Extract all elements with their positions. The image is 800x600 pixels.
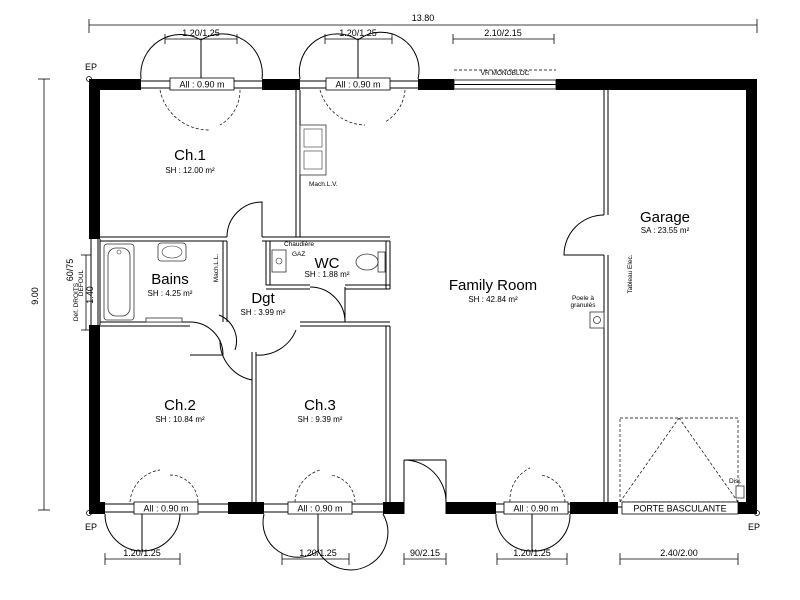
ep-label-top-left: EP	[85, 62, 97, 72]
label-def-droits: Déf. DROITS	[73, 282, 80, 321]
kitchen-sink	[299, 124, 327, 182]
allege-bottom-3: All : 0.90 m	[513, 504, 558, 514]
dim-left-window-1: 60/75	[65, 259, 75, 282]
room-ch2-area: SH : 10.84 m²	[155, 415, 205, 424]
room-wc-name: WC	[315, 255, 340, 272]
allege-bottom-2: All : 0.90 m	[297, 504, 342, 514]
porte-basculante-label: PORTE BASCULANTE	[633, 504, 726, 514]
dim-bottom-window-1: 1.20/1.25	[123, 548, 161, 558]
room-ch1-name: Ch.1	[174, 147, 206, 164]
wc-fixtures	[271, 249, 386, 273]
mach-ll-label: Mach.L.L.	[213, 254, 220, 283]
room-family-name: Family Room	[449, 277, 537, 294]
window-swings-top	[140, 31, 556, 131]
gaz-label: GAZ	[292, 251, 305, 258]
interior-doors	[189, 201, 605, 381]
room-ch1-area: SH : 12.00 m²	[165, 166, 215, 175]
dim-bottom-window-3: 1.20/1.25	[513, 548, 551, 558]
dim-total-width: 13.80	[412, 13, 435, 23]
tableau-elec-label: Tableau Elec.	[627, 254, 634, 293]
allege-top-1: All : 0.90 m	[179, 80, 224, 90]
vr-monobloc-label: VR MONOBLOC	[481, 70, 530, 77]
allege-bottom-1: All : 0.90 m	[143, 504, 188, 514]
stove	[589, 311, 605, 329]
dimension-lines	[38, 19, 758, 565]
disj-label: Disj.	[729, 478, 742, 485]
dim-top-window-1: 1.20/1.25	[182, 28, 220, 38]
room-bains-area: SH : 4.25 m²	[148, 289, 193, 298]
room-wc-area: SH : 1.88 m²	[305, 270, 350, 279]
dim-top-bay: 2.10/2.15	[484, 28, 522, 38]
dim-top-window-2: 1.20/1.25	[339, 28, 377, 38]
room-family-area: SH : 42.84 m²	[468, 295, 518, 304]
room-garage-name: Garage	[640, 209, 690, 226]
exterior-walls	[89, 79, 757, 514]
dim-total-height: 9.00	[30, 287, 40, 305]
label-defoul: DEFOUL	[78, 269, 85, 296]
allege-top-2: All : 0.90 m	[335, 80, 380, 90]
dim-left-window-2: 1.40	[85, 286, 95, 304]
room-garage-area: SA : 23.55 m²	[641, 226, 690, 235]
room-ch3-area: SH : 9.39 m²	[298, 415, 343, 424]
bathroom-fixtures	[103, 242, 187, 323]
mach-lv-label: Mach.L.V.	[309, 181, 338, 188]
dim-bottom-door: 90/2.15	[410, 548, 440, 558]
room-ch3-name: Ch.3	[304, 397, 336, 414]
room-dgt-name: Dgt	[251, 290, 275, 307]
dim-bottom-window-2: 1.20/1.25	[299, 548, 337, 558]
garage-door-outline	[619, 417, 745, 503]
dim-garage-door: 2.40/2.00	[660, 548, 698, 558]
interior-walls	[99, 90, 609, 502]
window-swings-bottom	[104, 467, 571, 571]
entrance-door	[403, 459, 447, 514]
room-dgt-area: SH : 3.99 m²	[241, 308, 286, 317]
room-bains-name: Bains	[151, 271, 189, 288]
ep-label-bottom-left: EP	[85, 522, 97, 532]
poele-label-line1: Poele à	[572, 295, 594, 302]
room-ch2-name: Ch.2	[164, 397, 196, 414]
ep-label-bottom-right: EP	[748, 522, 760, 532]
allege-labels	[133, 77, 739, 515]
poele-label-line2: granulés	[571, 302, 597, 309]
chaudiere-label: Chaudière	[284, 241, 314, 248]
